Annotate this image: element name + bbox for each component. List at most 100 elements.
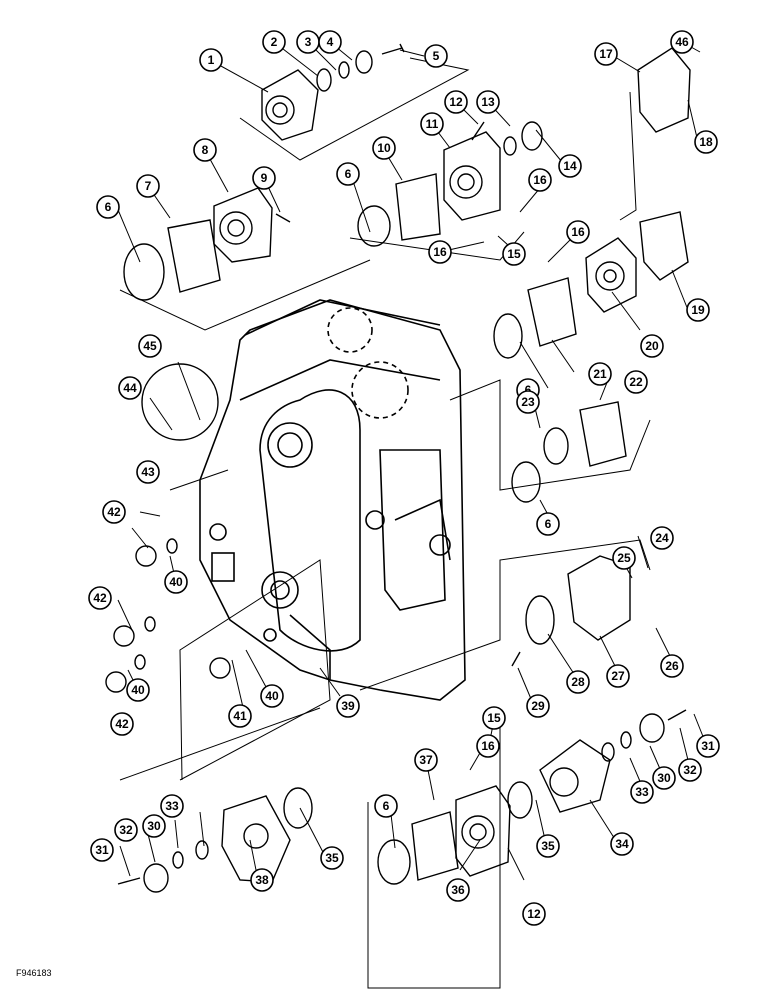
callout-6: 6 [336,162,360,186]
callout-circle [594,42,618,66]
callout-circle [566,220,590,244]
callout-17: 17 [594,42,618,66]
part-42-plug-c [105,671,127,693]
callout-42: 42 [88,586,112,610]
components [105,43,691,893]
callout-7: 7 [136,174,160,198]
callout-label: 43 [141,465,155,479]
callout-circle [612,546,636,570]
callout-circle [138,334,162,358]
callout-label: 9 [261,171,268,185]
part-40-washer-b [144,616,156,632]
part-40-washer-a [166,538,178,554]
callout-circle [630,780,654,804]
part-27-valve-body [567,555,631,641]
callout-label: 6 [525,383,532,397]
callout-37: 37 [414,748,438,772]
callout-circle [640,334,664,358]
callout-label: 40 [265,689,279,703]
part-31-bolt-a [117,877,141,885]
callout-label: 44 [123,381,137,395]
callout-22: 22 [624,370,648,394]
part-40-washer-c [134,654,146,670]
callout-label: 25 [617,551,631,565]
callout-40: 40 [260,684,284,708]
callout-label: 45 [143,339,157,353]
callout-label: 37 [419,753,433,767]
part-10-gasket [395,173,441,241]
callout-circle [624,370,648,394]
callout-circle [428,240,452,264]
callout-label: 8 [202,143,209,157]
part-11-housing [443,131,501,221]
callout-35: 35 [536,834,560,858]
callout-21: 21 [588,362,612,386]
part-2-o-ring [316,68,332,92]
callout-34: 34 [610,832,634,856]
callout-circle [476,90,500,114]
callout-circle [160,794,184,818]
callout-5: 5 [424,44,448,68]
callout-31: 31 [90,838,114,862]
callout-circle [136,460,160,484]
callout-label: 32 [119,823,133,837]
callout-label: 10 [377,141,391,155]
part-6-seal-ring-c [493,313,523,359]
part-22-gasket [579,401,627,467]
callout-circle [652,766,676,790]
callout-label: 13 [481,95,495,109]
callout-circle [88,586,112,610]
part-17-cover-plate [637,47,691,133]
callout-circle [414,748,438,772]
part-31-bolt-b [667,709,687,721]
callout-3: 3 [296,30,320,54]
callout-label: 18 [699,135,713,149]
callout-35: 35 [320,846,344,870]
callout-15: 15 [482,706,506,730]
callout-label: 20 [645,339,659,353]
callout-33: 33 [160,794,184,818]
callout-circle [476,734,500,758]
callout-circle [136,174,160,198]
callout-circle [502,242,526,266]
callout-label: 23 [521,395,535,409]
part-32-cap-a [639,713,665,743]
callout-23: 23 [516,390,540,414]
callout-label: 14 [563,159,577,173]
callout-43: 43 [136,460,160,484]
part-21-gasket [527,277,577,347]
callout-circle [558,154,582,178]
callout-circle [522,902,546,926]
callout-12: 12 [522,902,546,926]
part-37-gasket [411,811,459,881]
callout-16: 16 [528,168,552,192]
callout-label: 30 [657,771,671,785]
callout-36: 36 [446,878,470,902]
callout-circle [678,758,702,782]
callout-label: 7 [145,179,152,193]
callout-circle [260,684,284,708]
callout-label: 39 [341,699,355,713]
transmission-housing [199,299,466,701]
callout-circle [228,704,252,728]
callout-45: 45 [138,334,162,358]
callout-circle [694,130,718,154]
callout-circle [142,814,166,838]
callout-circle [126,678,150,702]
callout-circle [372,136,396,160]
callout-31: 31 [696,734,720,758]
callout-label: 38 [255,873,269,887]
callout-circle [526,694,550,718]
part-42-plug-b [113,625,135,647]
callout-label: 28 [571,675,585,689]
callout-label: 12 [527,907,541,921]
callout-44: 44 [118,376,142,400]
part-14-seal [521,121,543,151]
callout-label: 41 [233,709,247,723]
callout-circle [420,112,444,136]
callout-label: 15 [487,711,501,725]
part-33-o-ring-a [601,742,615,762]
callout-label: 12 [449,95,463,109]
callout-25: 25 [612,546,636,570]
